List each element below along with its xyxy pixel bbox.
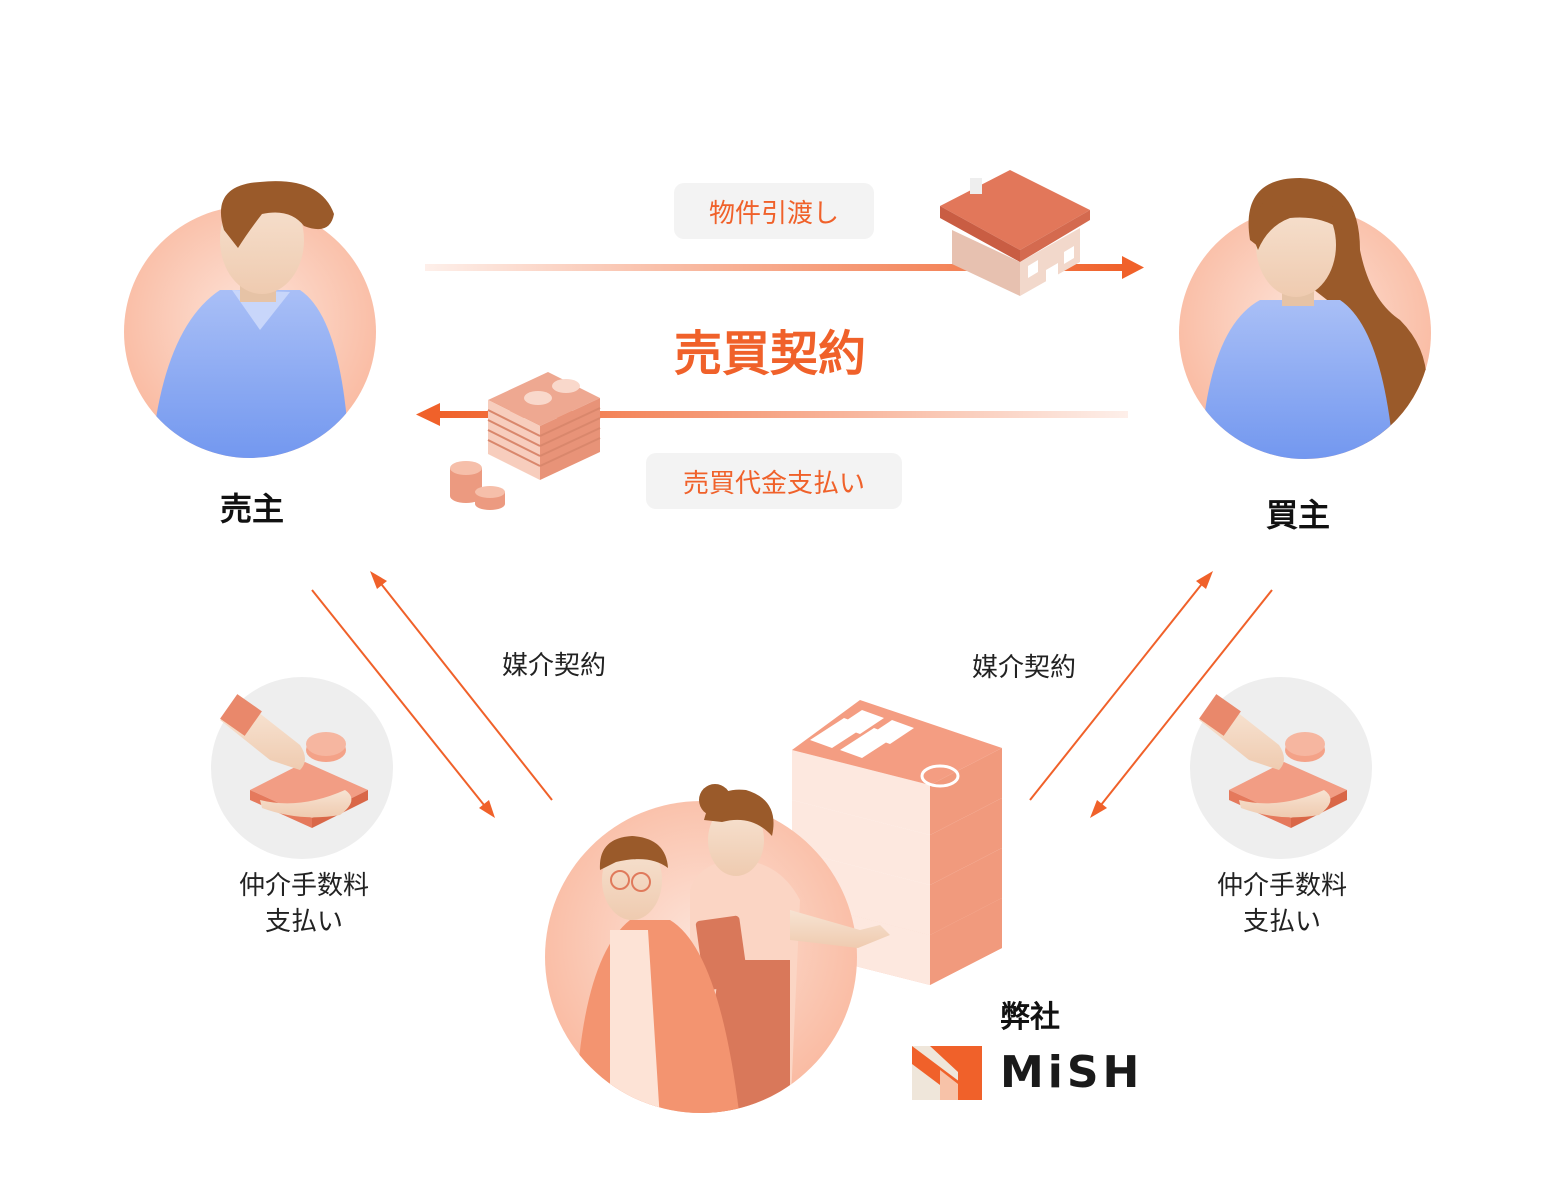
payment-pill: 売買代金支払い [646,453,902,509]
hand-money-icon-right [1190,677,1372,859]
hand-money-icon [211,677,393,859]
company-brand: MiSH [1000,1047,1144,1098]
mish-logo-icon [912,1046,982,1100]
staff-people-icon [545,784,890,1113]
fee-right-label: 仲介手数料 支払い [1200,868,1364,940]
handover-arrow-head [1122,256,1144,279]
fee-right-line1: 仲介手数料 [1216,871,1347,901]
house-icon [940,170,1090,296]
money-stack-icon [487,372,601,480]
payment-arrow-head [416,403,440,426]
brokerage-left-label: 媒介契約 [502,651,607,681]
buyer-person-icon [1179,178,1431,459]
fee-left-arrow [311,589,489,811]
payment-arrow-line [440,411,1128,418]
buyer-label: 買主 [1266,496,1331,534]
fee-right-line2: 支払い [1242,907,1321,937]
fee-left-label: 仲介手数料 支払い [222,868,386,940]
brokerage-right-label: 媒介契約 [972,653,1077,683]
brokerage-left-arrow [377,579,553,801]
seller-person-icon [124,181,376,458]
brokerage-right-arrow [1029,579,1206,801]
fee-left-line2: 支払い [264,907,343,937]
seller-label: 売主 [220,490,285,528]
fee-right-arrow [1096,589,1273,811]
handover-arrow-line [425,264,1125,271]
company-label: 弊社 [1000,1000,1060,1035]
fee-left-line1: 仲介手数料 [238,871,369,901]
payment-label: 売買代金支払い [682,468,865,499]
main-title: 売買契約 [674,326,867,382]
property-handover-label: 物件引渡し [708,198,839,229]
property-handover-pill: 物件引渡し [674,183,874,239]
coins-icon [450,461,505,510]
